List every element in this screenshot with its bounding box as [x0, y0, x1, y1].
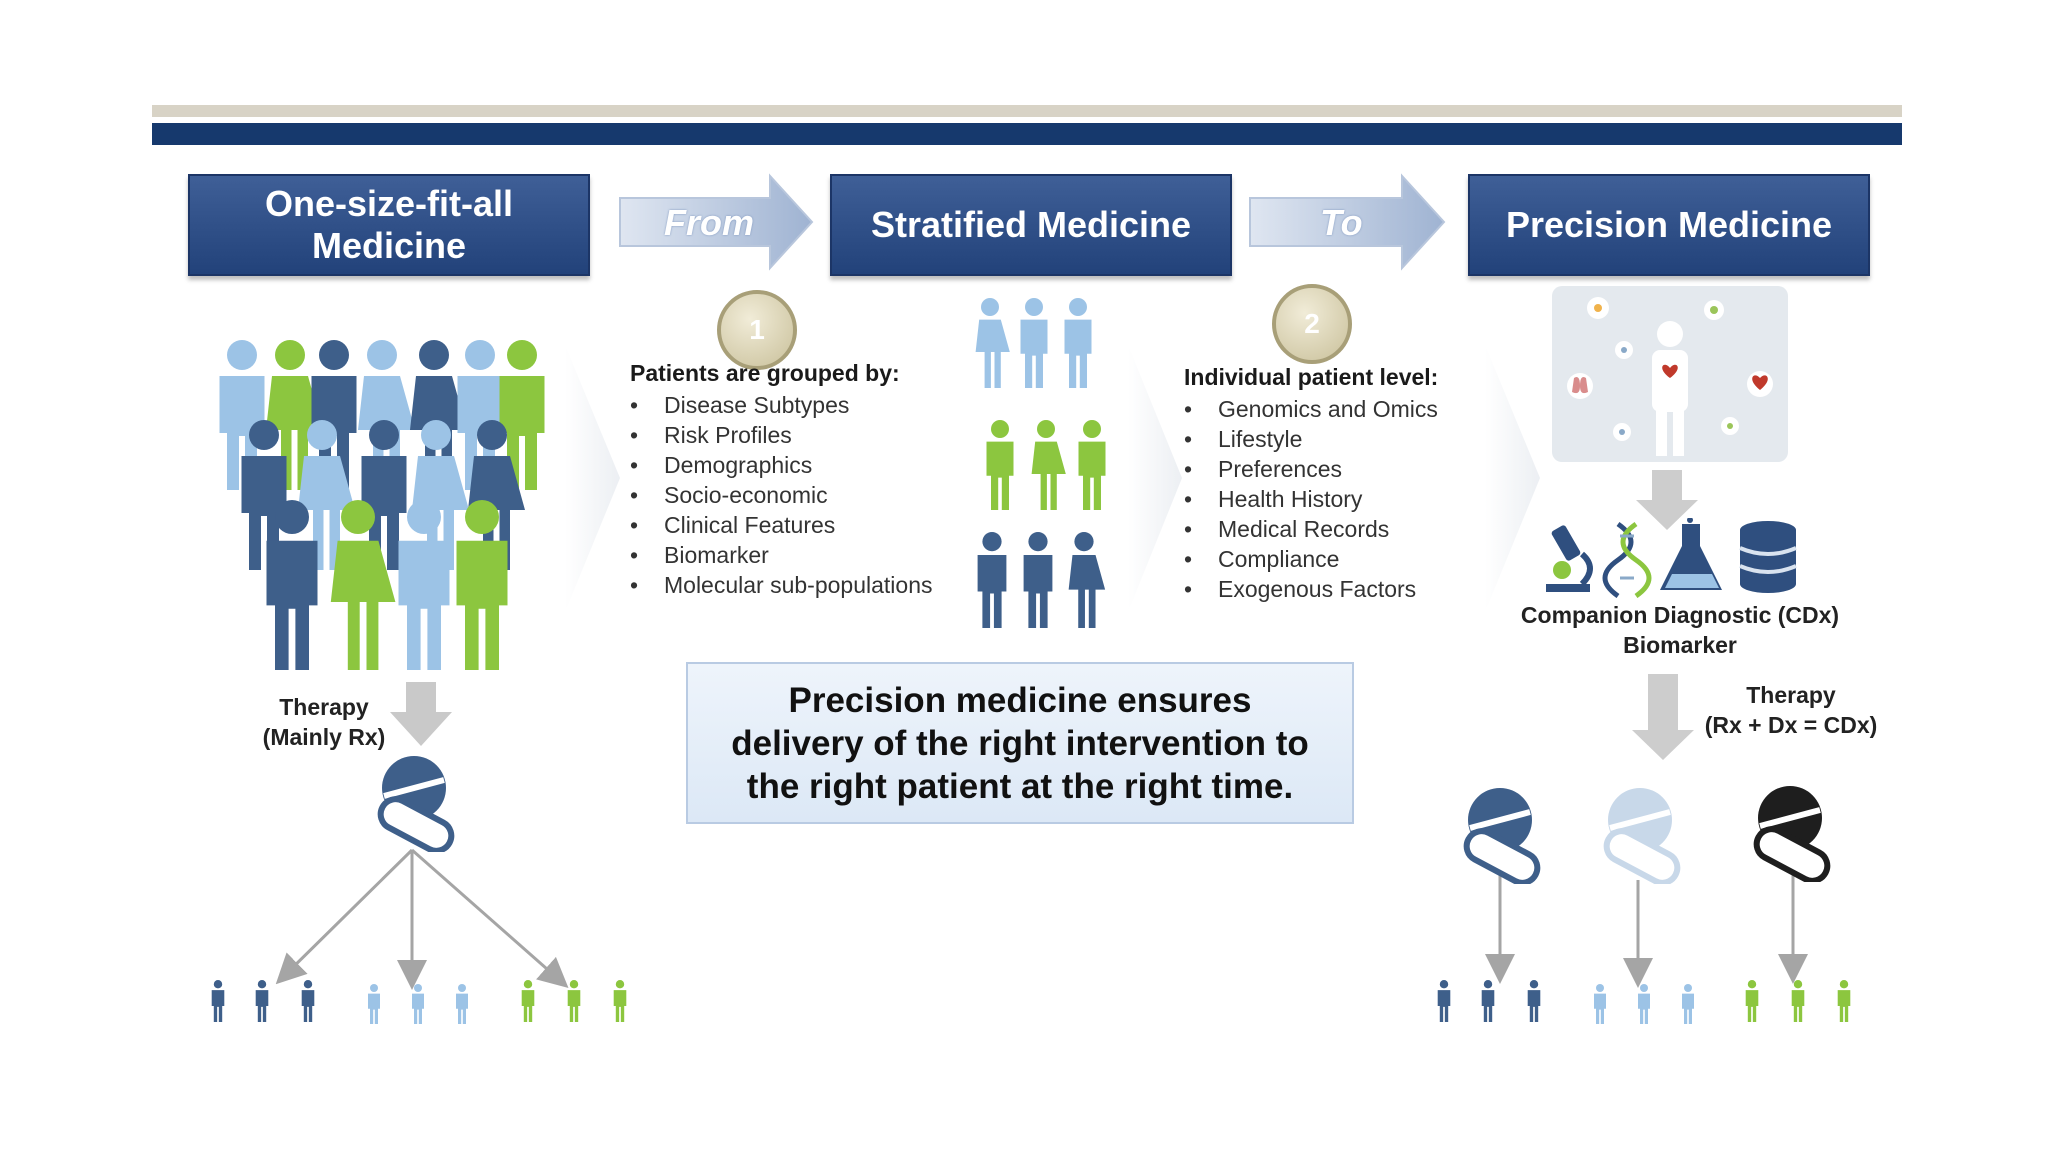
list-item: Demographics — [630, 450, 933, 480]
list-item: Health History — [1184, 484, 1438, 514]
microscope-icon — [1546, 525, 1593, 592]
person-icon — [521, 980, 535, 1023]
list-item: Medical Records — [1184, 514, 1438, 544]
list-item: Lifestyle — [1184, 424, 1438, 454]
diagnostic-icons — [1546, 518, 1797, 598]
person-icon — [330, 500, 396, 670]
step-2-list: Genomics and Omics Lifestyle Preferences… — [1184, 394, 1438, 604]
stage-stratified-label: Stratified Medicine — [870, 204, 1192, 245]
person-icon — [975, 298, 1010, 388]
to-arrow-shape — [1249, 173, 1446, 271]
person-icon — [468, 420, 525, 570]
companion-caption: Companion Diagnostic (CDx) Biomarker — [1490, 600, 1870, 660]
flask-icon — [1660, 518, 1722, 590]
stage-one-size-label: One-size-fit-all Medicine — [264, 183, 514, 266]
therapy-right-line1: Therapy — [1746, 682, 1836, 708]
person-icon — [1023, 532, 1053, 628]
header-band-dark — [152, 123, 1902, 145]
from-label: From — [664, 202, 754, 243]
list-item: Exogenous Factors — [1184, 574, 1438, 604]
key-message-box: Precision medicine ensures delivery of t… — [686, 662, 1354, 824]
person-icon — [1064, 298, 1092, 389]
to-label: To — [1320, 202, 1363, 243]
person-icon — [1791, 980, 1805, 1023]
person-icon — [1638, 984, 1650, 1024]
pill-capsule-icon — [1603, 788, 1681, 884]
from-arrow-shape — [619, 173, 814, 271]
list-item: Disease Subtypes — [630, 390, 933, 420]
person-icon — [412, 420, 469, 570]
person-icon — [613, 980, 627, 1023]
stage-stratified: Stratified Medicine — [830, 174, 1232, 276]
down-arrow-right — [1632, 674, 1694, 760]
therapy-right-line2: (Rx + Dx = CDx) — [1704, 712, 1878, 738]
person-icon — [255, 980, 269, 1023]
pill-capsule-icon — [377, 756, 455, 852]
step-1-badge: 1 — [717, 290, 797, 370]
pill-capsule-icon — [1753, 786, 1831, 882]
therapy-left-caption: Therapy (Mainly Rx) — [240, 692, 408, 752]
list-item: Compliance — [1184, 544, 1438, 574]
chevron-2 — [1128, 345, 1182, 612]
person-icon — [1481, 980, 1495, 1023]
person-icon — [298, 420, 355, 570]
step-1-title: Patients are grouped by: — [630, 360, 900, 386]
therapy-left-line1: Therapy — [279, 694, 369, 720]
body-scan-icon — [1552, 286, 1788, 462]
person-icon — [301, 980, 315, 1023]
person-icon — [1682, 984, 1694, 1024]
database-icon — [1739, 521, 1797, 593]
person-icon — [1437, 980, 1451, 1023]
person-icon — [398, 500, 450, 670]
person-icon — [1745, 980, 1759, 1023]
stage-precision: Precision Medicine — [1468, 174, 1870, 276]
chevron-3 — [1485, 345, 1540, 612]
person-icon — [1527, 980, 1541, 1023]
person-icon — [456, 500, 508, 670]
list-item: Biomarker — [630, 540, 933, 570]
down-arrow-scan — [1636, 470, 1698, 530]
person-icon — [986, 420, 1014, 511]
person-icon — [1594, 984, 1606, 1024]
stage-precision-label: Precision Medicine — [1505, 204, 1833, 245]
person-icon — [1068, 532, 1106, 628]
list-item: Molecular sub-populations — [630, 570, 933, 600]
header-band-light — [152, 105, 1902, 117]
pill-capsule-icon — [1463, 788, 1541, 884]
therapy-right-caption: Therapy (Rx + Dx = CDx) — [1686, 680, 1896, 740]
person-icon — [358, 340, 415, 490]
person-icon — [977, 532, 1007, 628]
person-icon — [1078, 420, 1106, 511]
list-item: Preferences — [1184, 454, 1438, 484]
key-message: Precision medicine ensures delivery of t… — [731, 680, 1309, 806]
person-icon — [567, 980, 581, 1023]
person-icon — [211, 980, 225, 1023]
companion-line2: Biomarker — [1623, 632, 1737, 658]
down-arrow-left — [390, 682, 452, 746]
person-icon — [411, 984, 424, 1024]
list-item: Clinical Features — [630, 510, 933, 540]
person-icon — [367, 984, 380, 1024]
person-icon — [1020, 298, 1048, 389]
list-item: Risk Profiles — [630, 420, 933, 450]
companion-line1: Companion Diagnostic (CDx) — [1520, 602, 1840, 628]
person-icon — [266, 340, 323, 490]
person-icon — [410, 340, 467, 490]
step-2-title: Individual patient level: — [1184, 364, 1439, 390]
list-item: Genomics and Omics — [1184, 394, 1438, 424]
chevron-1 — [565, 345, 620, 612]
person-icon — [1837, 980, 1851, 1023]
stage-one-size-fit-all: One-size-fit-all Medicine — [188, 174, 590, 276]
list-item: Socio-economic — [630, 480, 933, 510]
person-icon — [1031, 420, 1066, 510]
therapy-left-line2: (Mainly Rx) — [262, 724, 386, 750]
person-icon — [455, 984, 468, 1024]
step-1-list: Disease Subtypes Risk Profiles Demograph… — [630, 390, 933, 600]
dna-icon — [1602, 521, 1652, 598]
step-2-badge: 2 — [1272, 284, 1352, 364]
person-icon — [266, 500, 318, 670]
